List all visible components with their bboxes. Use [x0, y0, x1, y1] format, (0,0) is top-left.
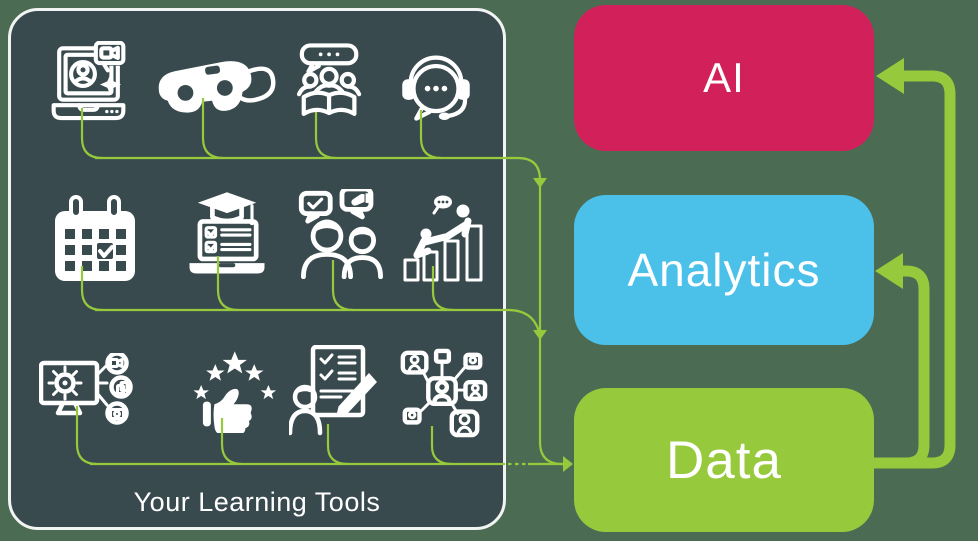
discussion-group-icon — [295, 189, 389, 279]
support-headset-icon — [391, 37, 481, 127]
node-analytics-label: Analytics — [627, 244, 821, 296]
node-data-label: Data — [666, 430, 782, 490]
assessment-checklist-icon — [289, 345, 377, 443]
vr-headset-icon — [151, 39, 279, 131]
classroom-audience-icon — [285, 35, 375, 129]
video-call-laptop-icon — [44, 41, 144, 129]
data-feedback-lines — [872, 70, 956, 469]
panel-title: Your Learning Tools — [133, 487, 381, 517]
people-network-icon — [395, 345, 489, 441]
learning-tools-panel: Your Learning Tools — [8, 8, 506, 530]
calendar-check-icon — [47, 195, 143, 283]
node-ai-label: AI — [703, 54, 745, 101]
feedback-stars-icon — [187, 349, 279, 433]
content-creation-icon — [39, 353, 143, 433]
mentoring-growth-icon — [401, 193, 491, 285]
node-ai: AI — [574, 5, 874, 151]
small-arrowheads — [533, 178, 573, 472]
node-analytics: Analytics — [574, 195, 874, 345]
node-data: Data — [574, 388, 874, 532]
feedback-arrowheads — [875, 58, 904, 289]
elearning-laptop-icon — [177, 189, 277, 281]
